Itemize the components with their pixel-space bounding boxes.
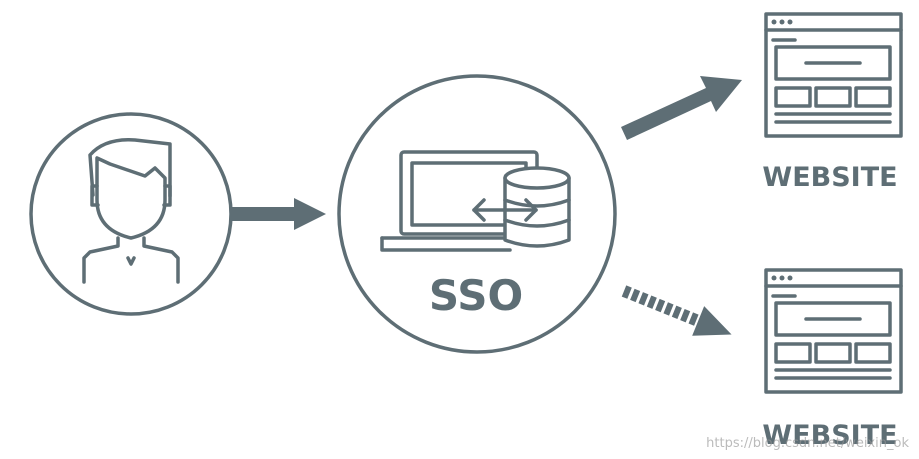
browser-window-icon [764, 12, 903, 138]
arrow-user-to-sso [232, 198, 326, 230]
browser-window-icon [764, 268, 903, 394]
arrow-sso-to-website-top [621, 76, 742, 140]
sso-label: SSO [429, 271, 523, 320]
sso-node: SSO [337, 74, 617, 354]
website-bottom-label: WEBSITE [762, 420, 897, 451]
arrow-sso-to-website-bottom [621, 285, 732, 336]
laptop-database-icon [380, 150, 571, 252]
website-bottom-node: WEBSITE [762, 268, 903, 451]
user-avatar-icon [82, 138, 180, 284]
browser-dot [771, 275, 777, 281]
website-top-node: WEBSITE [762, 12, 903, 193]
browser-dot [771, 19, 777, 25]
browser-dot [779, 19, 785, 25]
user-node [29, 112, 233, 316]
user-circle [29, 112, 233, 316]
browser-dot [787, 275, 793, 281]
website-top-label: WEBSITE [762, 162, 897, 193]
browser-dot [787, 19, 793, 25]
browser-dot [779, 275, 785, 281]
watermark-text: https://blog.csdn.net/weixin_ok [706, 436, 909, 451]
sso-circle [337, 74, 617, 354]
